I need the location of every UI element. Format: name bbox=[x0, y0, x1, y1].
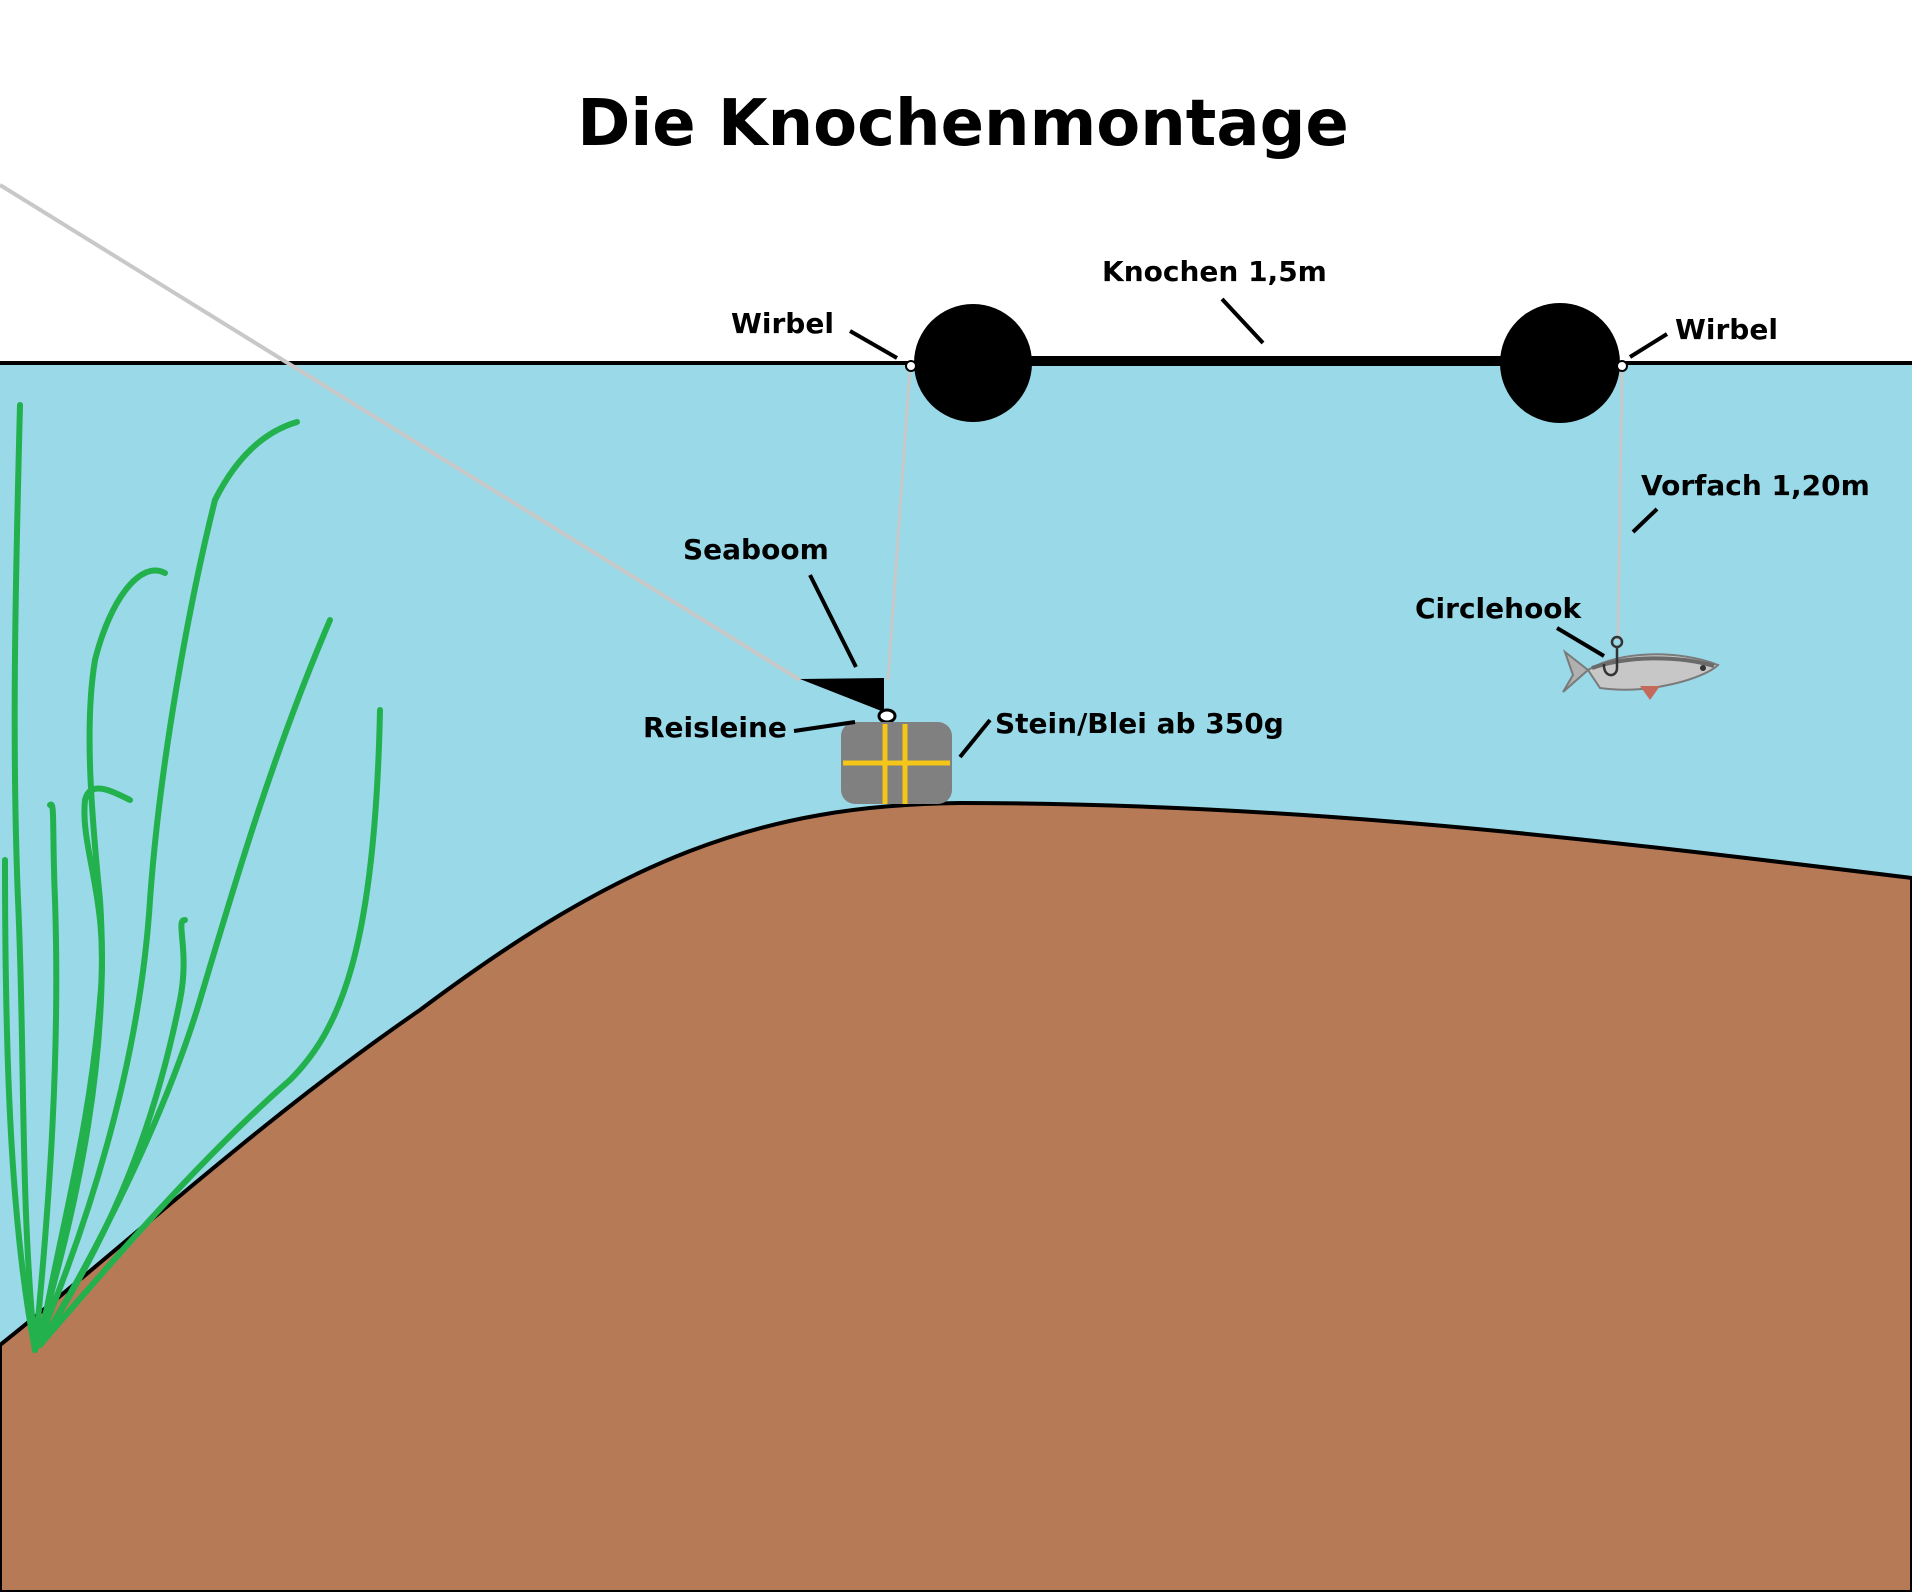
label-vorfach: Vorfach 1,20m bbox=[1641, 469, 1870, 502]
label-wirbel-left: Wirbel bbox=[731, 307, 834, 340]
float-left bbox=[914, 304, 1032, 422]
stone-weight bbox=[841, 722, 952, 804]
label-wirbel-right: Wirbel bbox=[1675, 313, 1778, 346]
label-knochen: Knochen 1,5m bbox=[1102, 255, 1327, 288]
label-reisleine: Reisleine bbox=[643, 711, 787, 744]
ground-bank bbox=[0, 800, 1912, 1592]
swivel-right bbox=[1616, 360, 1628, 372]
diagram-title: Die Knochenmontage bbox=[577, 87, 1349, 161]
label-stein: Stein/Blei ab 350g bbox=[995, 707, 1284, 740]
baitfish bbox=[1562, 649, 1720, 700]
reisleine-ring bbox=[877, 708, 897, 724]
float-to-seaboom-line bbox=[886, 367, 912, 681]
swivel-left bbox=[905, 360, 917, 372]
label-seaboom: Seaboom bbox=[683, 533, 829, 566]
water-weeds bbox=[2, 402, 383, 1353]
seaboom bbox=[800, 678, 884, 712]
circlehook-icon bbox=[1602, 635, 1624, 677]
label-circlehook: Circlehook bbox=[1415, 592, 1583, 625]
float-right bbox=[1500, 303, 1620, 423]
main-line bbox=[0, 183, 802, 682]
vorfach-line bbox=[1616, 371, 1624, 641]
annotation-leaders bbox=[793, 297, 1669, 759]
